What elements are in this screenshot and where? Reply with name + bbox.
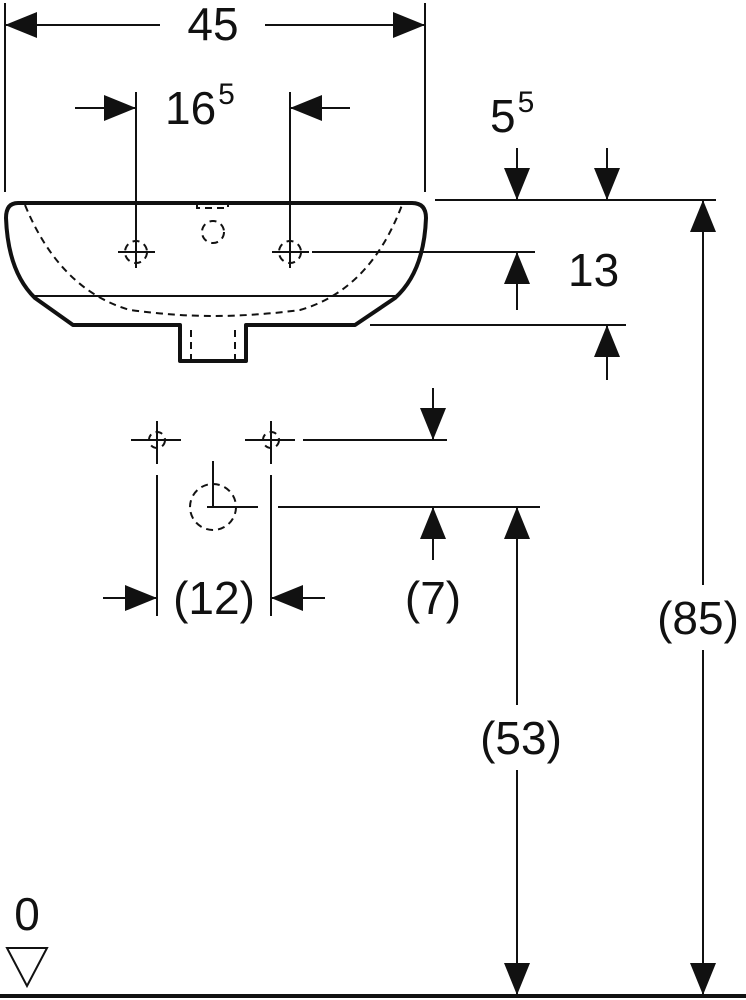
- arrow-down-icon: [594, 168, 620, 200]
- label-tap-spacing-sup: 5: [218, 78, 235, 111]
- label-supply-spacing: (12): [173, 572, 255, 624]
- label-drain-height: (53): [480, 712, 562, 764]
- level-triangle-icon: [5, 947, 49, 989]
- arrow-up-icon: [420, 507, 446, 539]
- svg-text:55: 55: [490, 86, 534, 142]
- label-rim-offset-sup: 5: [518, 86, 535, 119]
- supply-connections: (12) (7): [103, 388, 540, 624]
- arrow-down-icon: [420, 408, 446, 440]
- drain-connection: [189, 461, 258, 531]
- arrow-down-icon: [504, 168, 530, 200]
- svg-text:165: 165: [165, 78, 235, 134]
- label-rim-height: (85): [657, 592, 739, 644]
- arrow-left-icon: [290, 95, 322, 121]
- label-floor-level: 0: [14, 888, 40, 940]
- dimension-tap-spacing: 165: [75, 78, 350, 268]
- tap-hole-right: [272, 236, 309, 268]
- arrow-up-icon: [594, 325, 620, 357]
- arrow-up-icon: [690, 200, 716, 232]
- arrow-right-icon: [393, 12, 425, 38]
- dimension-overall-width: 45: [4, 0, 426, 192]
- supply-right: [245, 421, 295, 464]
- arrow-right-icon: [125, 585, 157, 611]
- label-overall-width: 45: [187, 0, 238, 50]
- arrow-left-icon: [271, 585, 303, 611]
- label-tap-height: 13: [568, 244, 619, 296]
- label-supply-offset: (7): [405, 572, 461, 624]
- dimension-drain-height: (53): [480, 507, 562, 995]
- floor-reference: 0: [0, 888, 746, 998]
- dimension-tap-height: 13: [312, 244, 626, 380]
- arrow-right-icon: [104, 95, 136, 121]
- arrow-down-icon: [690, 963, 716, 995]
- washbasin-front-view: [4, 201, 428, 363]
- label-tap-spacing: 16: [165, 82, 216, 134]
- arrow-up-icon: [504, 507, 530, 539]
- arrow-left-icon: [5, 12, 37, 38]
- dimension-rim-height: (85): [657, 200, 739, 995]
- supply-left: [131, 421, 181, 464]
- label-rim-offset: 5: [490, 90, 516, 142]
- dimension-rim-offset: 55: [435, 86, 716, 201]
- arrow-down-icon: [504, 963, 530, 995]
- overflow-hole: [201, 220, 225, 244]
- tap-hole-left: [118, 236, 155, 268]
- arrow-up-icon: [504, 252, 530, 284]
